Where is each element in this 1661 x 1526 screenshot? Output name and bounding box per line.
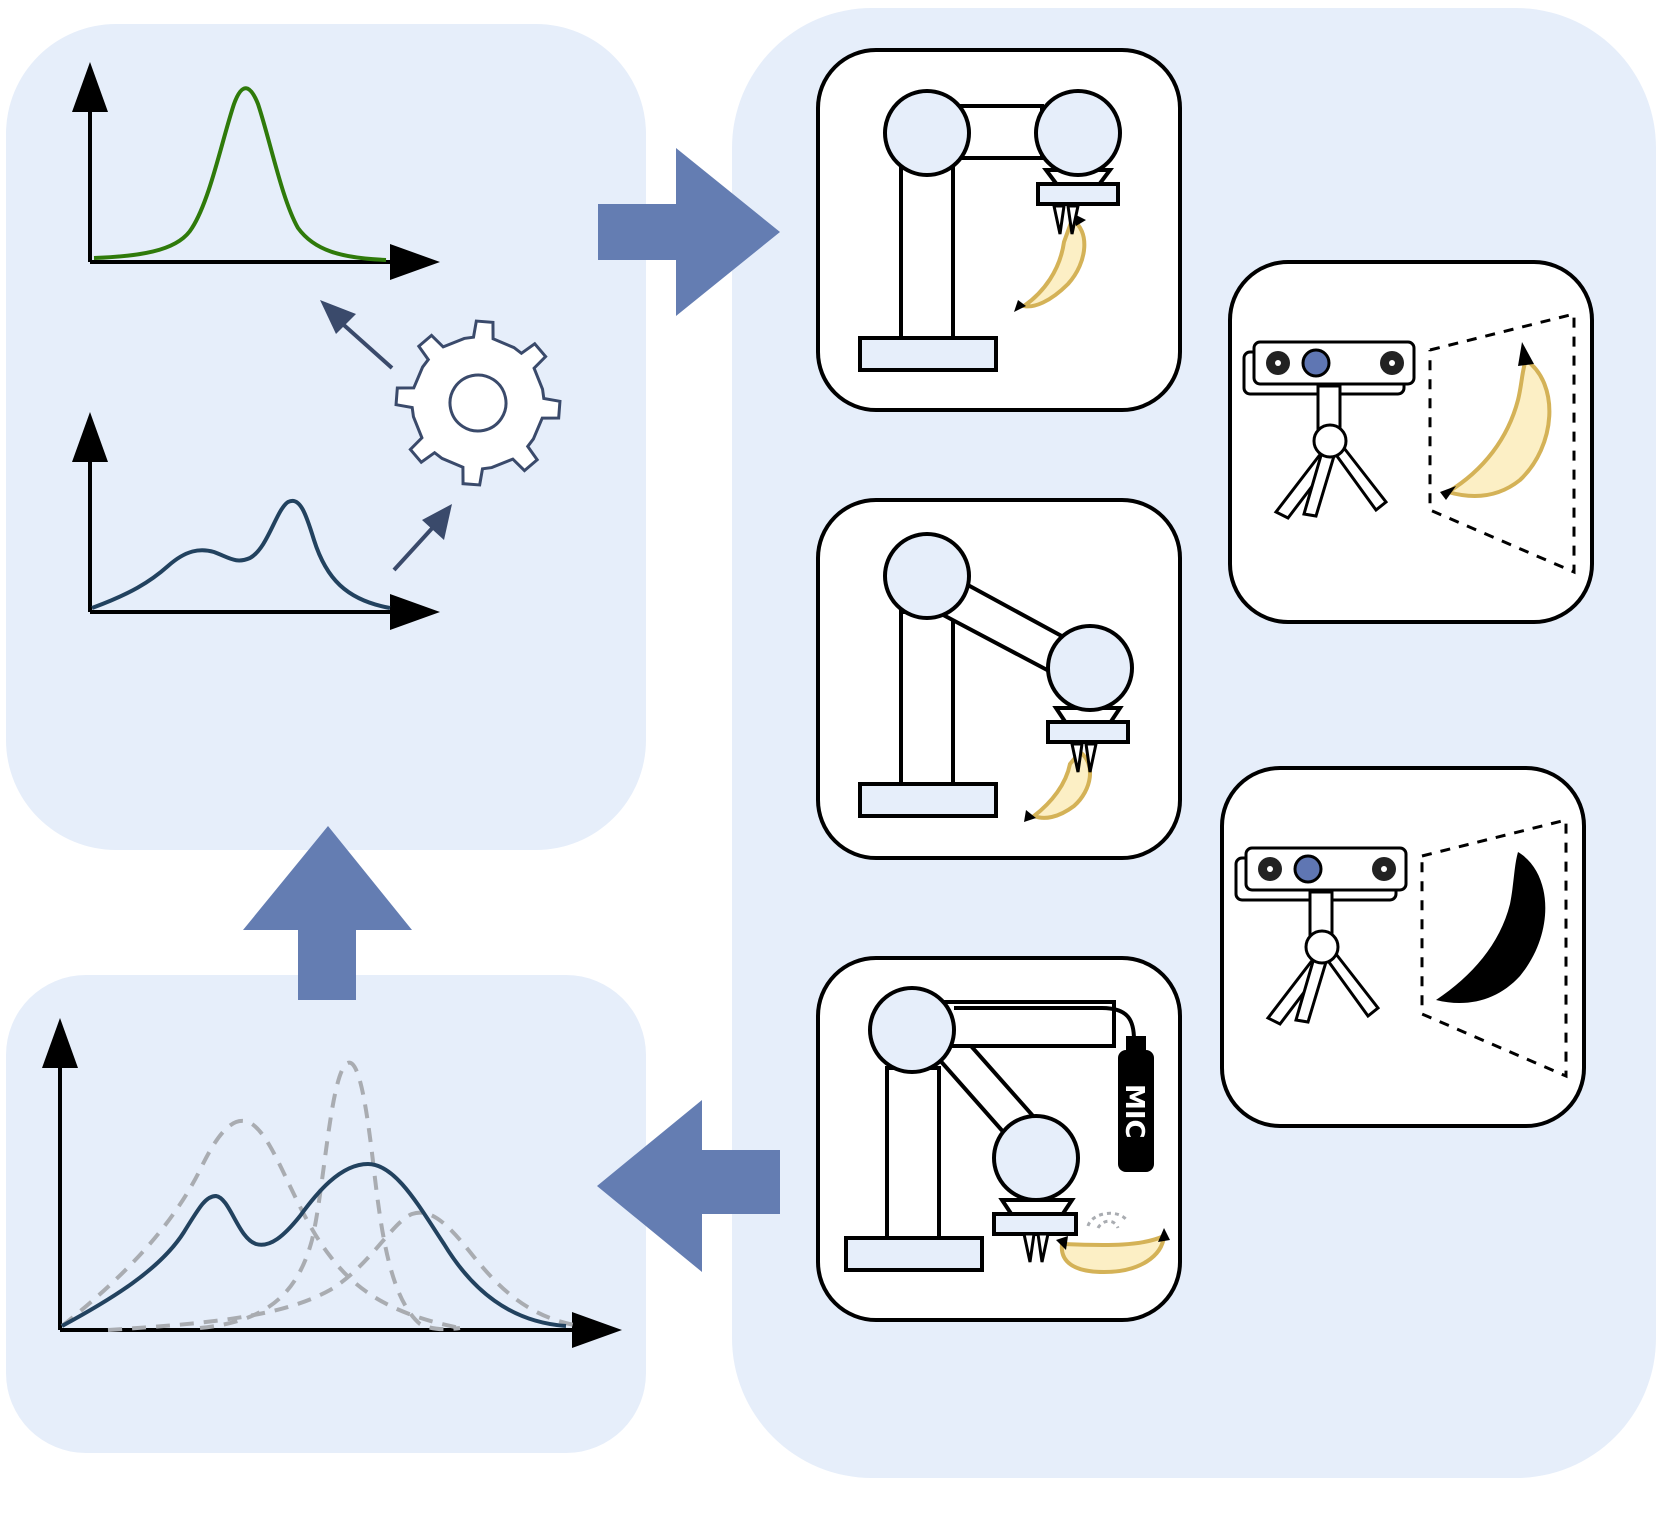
prior-curve — [91, 498, 391, 610]
mixture-distribution-panel — [6, 975, 646, 1453]
flow-arrow-right — [598, 148, 780, 316]
sound-wave-icon — [1086, 1211, 1130, 1227]
tripod-joint — [1312, 423, 1348, 459]
prior-x-axis-head — [390, 594, 440, 630]
arrow-to-posterior — [320, 300, 394, 370]
camera-body — [1252, 340, 1416, 386]
robot-scene-arm-with-microphone: MIC — [816, 956, 1182, 1322]
mic-label: MIC — [1119, 1084, 1149, 1139]
flow-arrow-up — [243, 826, 412, 1000]
shoulder-joint — [883, 532, 971, 620]
distribution-update-panel — [6, 24, 646, 850]
mixture-x-axis-head — [572, 1312, 622, 1348]
posterior-x-axis-head — [390, 244, 440, 280]
component-curve-3 — [107, 1210, 581, 1332]
wrist-joint — [992, 1114, 1080, 1202]
mic-cable — [954, 1006, 1136, 1041]
wrist-joint — [1034, 89, 1122, 177]
banana-silhouette — [1436, 852, 1546, 1003]
banana-icon — [1019, 217, 1087, 309]
mixture-plot — [42, 1018, 622, 1348]
component-curve-1 — [60, 1118, 461, 1330]
shoulder-joint — [868, 986, 956, 1074]
mixture-y-axis-head — [42, 1018, 78, 1068]
microphone — [1118, 1050, 1154, 1172]
prior-plot — [72, 412, 440, 630]
camera-frustum — [1420, 818, 1568, 1079]
mixture-curve — [61, 1161, 567, 1328]
camera-scene-silhouette-view — [1220, 766, 1586, 1128]
robot-scene-arm-straight — [816, 48, 1182, 412]
posterior-y-axis-head — [72, 62, 108, 112]
posterior-plot — [72, 62, 440, 280]
banana-icon — [1059, 1232, 1167, 1275]
camera-scene-banana-view — [1228, 260, 1594, 624]
tripod-joint — [1304, 929, 1340, 965]
camera-body — [1244, 846, 1408, 892]
component-curve-2 — [199, 1060, 461, 1332]
gear-icon — [394, 319, 562, 487]
shoulder-joint — [883, 89, 971, 177]
prior-y-axis-head — [72, 412, 108, 462]
robot-scene-arm-bent — [816, 498, 1182, 860]
posterior-curve — [93, 86, 387, 262]
flow-arrow-left — [597, 1100, 780, 1272]
wrist-joint — [1046, 624, 1134, 712]
camera-frustum — [1428, 312, 1576, 575]
arrow-to-gear — [392, 504, 452, 572]
